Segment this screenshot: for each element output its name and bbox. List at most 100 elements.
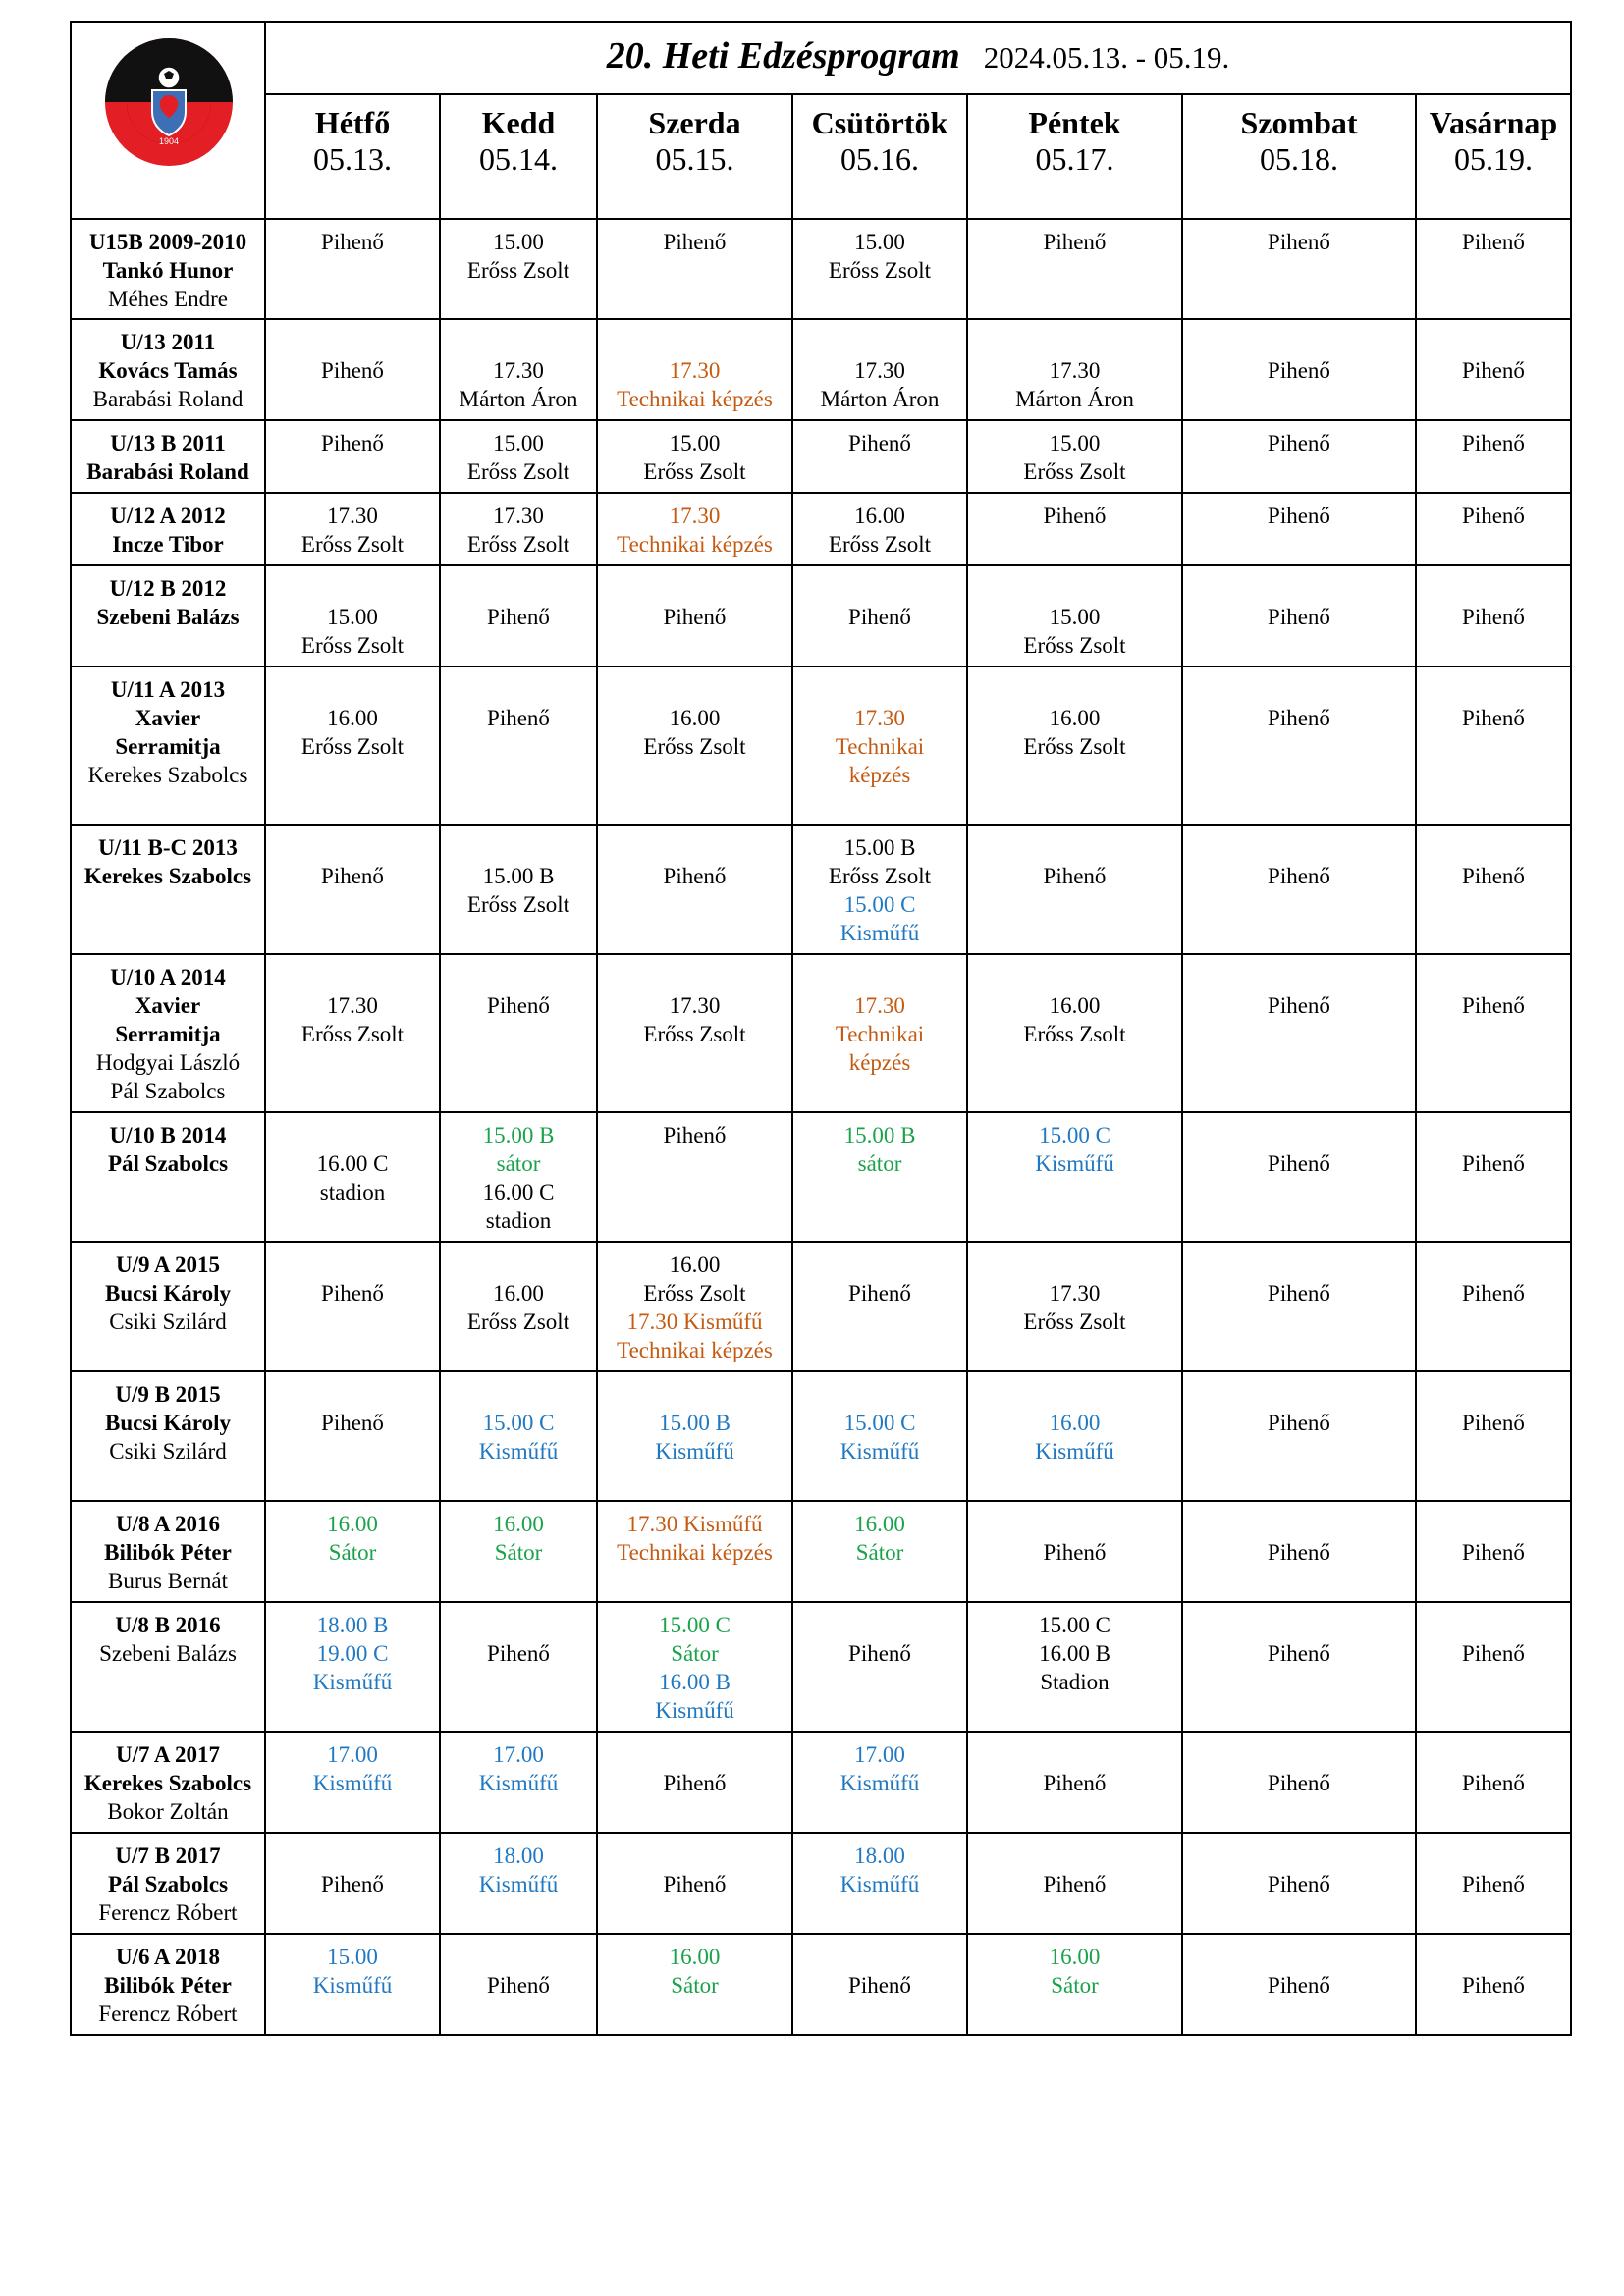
session-line: Pihenő [1268, 864, 1330, 888]
session-cell: Pihenő [966, 492, 1183, 566]
coach-name: Szebeni Balázs [99, 1641, 237, 1666]
session-line: Kisműfű [478, 1439, 559, 1464]
session-cell: Pihenő [439, 953, 598, 1113]
session-line: Technikai képzés [617, 387, 773, 411]
session-line: 18.00 [493, 1843, 544, 1868]
session-line: 15.00 [854, 230, 905, 254]
session-line: képzés [848, 763, 911, 787]
session-line: Márton Áron [820, 387, 940, 411]
session-line: 15.00 C [1039, 1123, 1110, 1148]
session-line: Erőss Zsolt [466, 532, 570, 557]
session-cell: Pihenő [1415, 492, 1572, 566]
session-line: 17.30 [1049, 1281, 1101, 1306]
session-line: 15.00 [669, 431, 721, 455]
team-name: U/8 B 2016 [115, 1613, 221, 1637]
session-cell: Pihenő [264, 1370, 441, 1502]
session-line: Pihenő [1462, 1151, 1525, 1176]
day-date: 05.15. [655, 141, 734, 177]
session-line: Erőss Zsolt [1023, 459, 1126, 484]
session-line: Pihenő [321, 431, 384, 455]
session-line: Kisműfű [312, 1670, 393, 1694]
coach-name: Pál Szabolcs [110, 1079, 226, 1103]
session-cell: Pihenő [1415, 419, 1572, 494]
session-cell: Pihenő [791, 1241, 968, 1372]
session-line: Erőss Zsolt [828, 532, 932, 557]
session-cell: Pihenő [1415, 1731, 1572, 1834]
session-line: Pihenő [663, 1771, 727, 1795]
session-line: 16.00 [1049, 993, 1101, 1018]
session-line: Pihenő [663, 1872, 727, 1896]
session-line: Pihenő [1462, 864, 1525, 888]
session-line: Pihenő [1268, 504, 1330, 528]
session-line: Pihenő [1462, 605, 1525, 629]
session-line: Pihenő [1268, 1540, 1330, 1565]
session-line: Pihenő [663, 1123, 727, 1148]
session-cell: Pihenő [264, 824, 441, 955]
session-line: 17.30 Kisműfű [626, 1309, 763, 1334]
session-line: Márton Áron [459, 387, 578, 411]
team-name: U/7 A 2017 [115, 1742, 221, 1767]
session-line: 16.00 C [316, 1151, 389, 1176]
session-cell: Pihenő [596, 564, 793, 667]
session-line: 17.30 [327, 504, 378, 528]
session-line: 17.30 [669, 504, 721, 528]
session-line: Pihenő [848, 1641, 911, 1666]
day-name: Vasárnap [1429, 105, 1558, 140]
session-line: 15.00 [1049, 605, 1101, 629]
session-cell: Pihenő [264, 218, 441, 320]
session-line: 17.00 [493, 1742, 544, 1767]
team-name: U/6 A 2018 [115, 1945, 221, 1969]
coach-name: Kovács Tamás [98, 358, 238, 383]
session-line: Pihenő [1043, 1872, 1107, 1896]
session-line: stadion [319, 1180, 386, 1204]
session-line: Stadion [1040, 1670, 1110, 1694]
session-line: Kisműfű [655, 1698, 734, 1723]
session-line: 15.00 C [482, 1411, 555, 1435]
team-name: U/8 A 2016 [115, 1512, 221, 1536]
session-cell: Pihenő [1415, 1832, 1572, 1935]
session-line: 15.00 [493, 431, 544, 455]
coach-name: Bilibók Péter [104, 1973, 232, 1998]
coach-name: Csiki Szilárd [109, 1439, 227, 1464]
session-line: 17.30 [854, 993, 905, 1018]
session-line: 15.00 [493, 230, 544, 254]
session-line: 15.00 B [482, 864, 555, 888]
session-line: Pihenő [1268, 1973, 1330, 1998]
session-line: Pihenő [1462, 1281, 1525, 1306]
day-name: Hétfő [314, 105, 391, 140]
session-cell: Pihenő [791, 1601, 968, 1733]
session-cell: Pihenő [264, 419, 441, 494]
session-cell: Pihenő [1181, 1111, 1417, 1243]
team-name: U/11 B-C 2013 [98, 835, 238, 860]
session-cell: Pihenő [1181, 824, 1417, 955]
session-cell: Pihenő [596, 1832, 793, 1935]
session-line: Pihenő [1462, 993, 1525, 1018]
coach-name: Xavier [135, 706, 201, 730]
coach-name: Méhes Endre [108, 287, 228, 311]
session-line: Pihenő [663, 605, 727, 629]
session-line: Erőss Zsolt [1023, 734, 1126, 759]
session-cell: Pihenő [1415, 953, 1572, 1113]
